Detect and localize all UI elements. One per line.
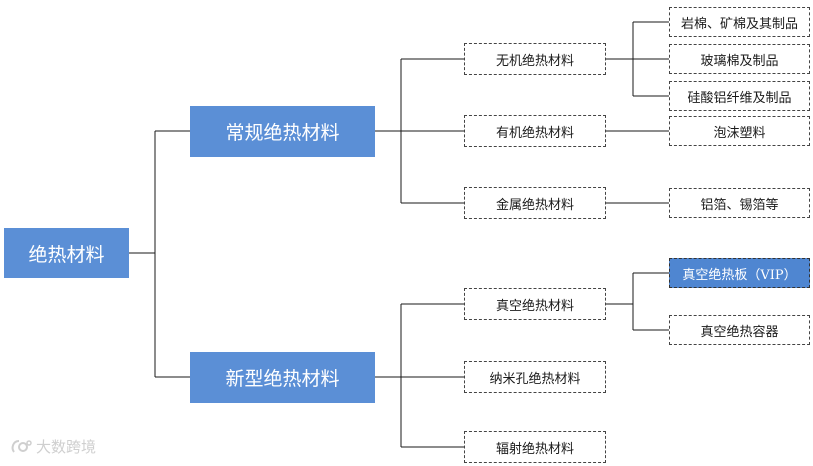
leaf-metal-foil: 铝箔、锡箔等 [669,188,810,218]
organic-materials-node: 有机绝热材料 [464,115,606,147]
radiation-materials-node: 辐射绝热材料 [464,431,606,463]
inorganic-materials-node: 无机绝热材料 [464,43,606,75]
conventional-materials-node: 常规绝热材料 [190,106,375,157]
root-node: 绝热材料 [4,228,129,278]
leaf-aluminum-silicate: 硅酸铝纤维及制品 [669,81,810,111]
leaf-vip-panel: 真空绝热板（VIP） [669,258,810,288]
nanoporous-materials-node: 纳米孔绝热材料 [464,361,606,393]
leaf-vacuum-container: 真空绝热容器 [669,315,810,345]
leaf-foam-plastic: 泡沫塑料 [669,116,810,146]
leaf-rock-wool: 岩棉、矿棉及其制品 [669,7,810,37]
leaf-glass-wool: 玻璃棉及制品 [669,44,810,74]
watermark-text: 大数跨境 [36,438,97,456]
metal-materials-node: 金属绝热材料 [464,187,606,219]
vacuum-materials-node: 真空绝热材料 [464,288,606,320]
watermark: 大数跨境 [10,436,96,457]
novel-materials-node: 新型绝热材料 [190,352,375,403]
watermark-logo-icon [11,439,32,453]
